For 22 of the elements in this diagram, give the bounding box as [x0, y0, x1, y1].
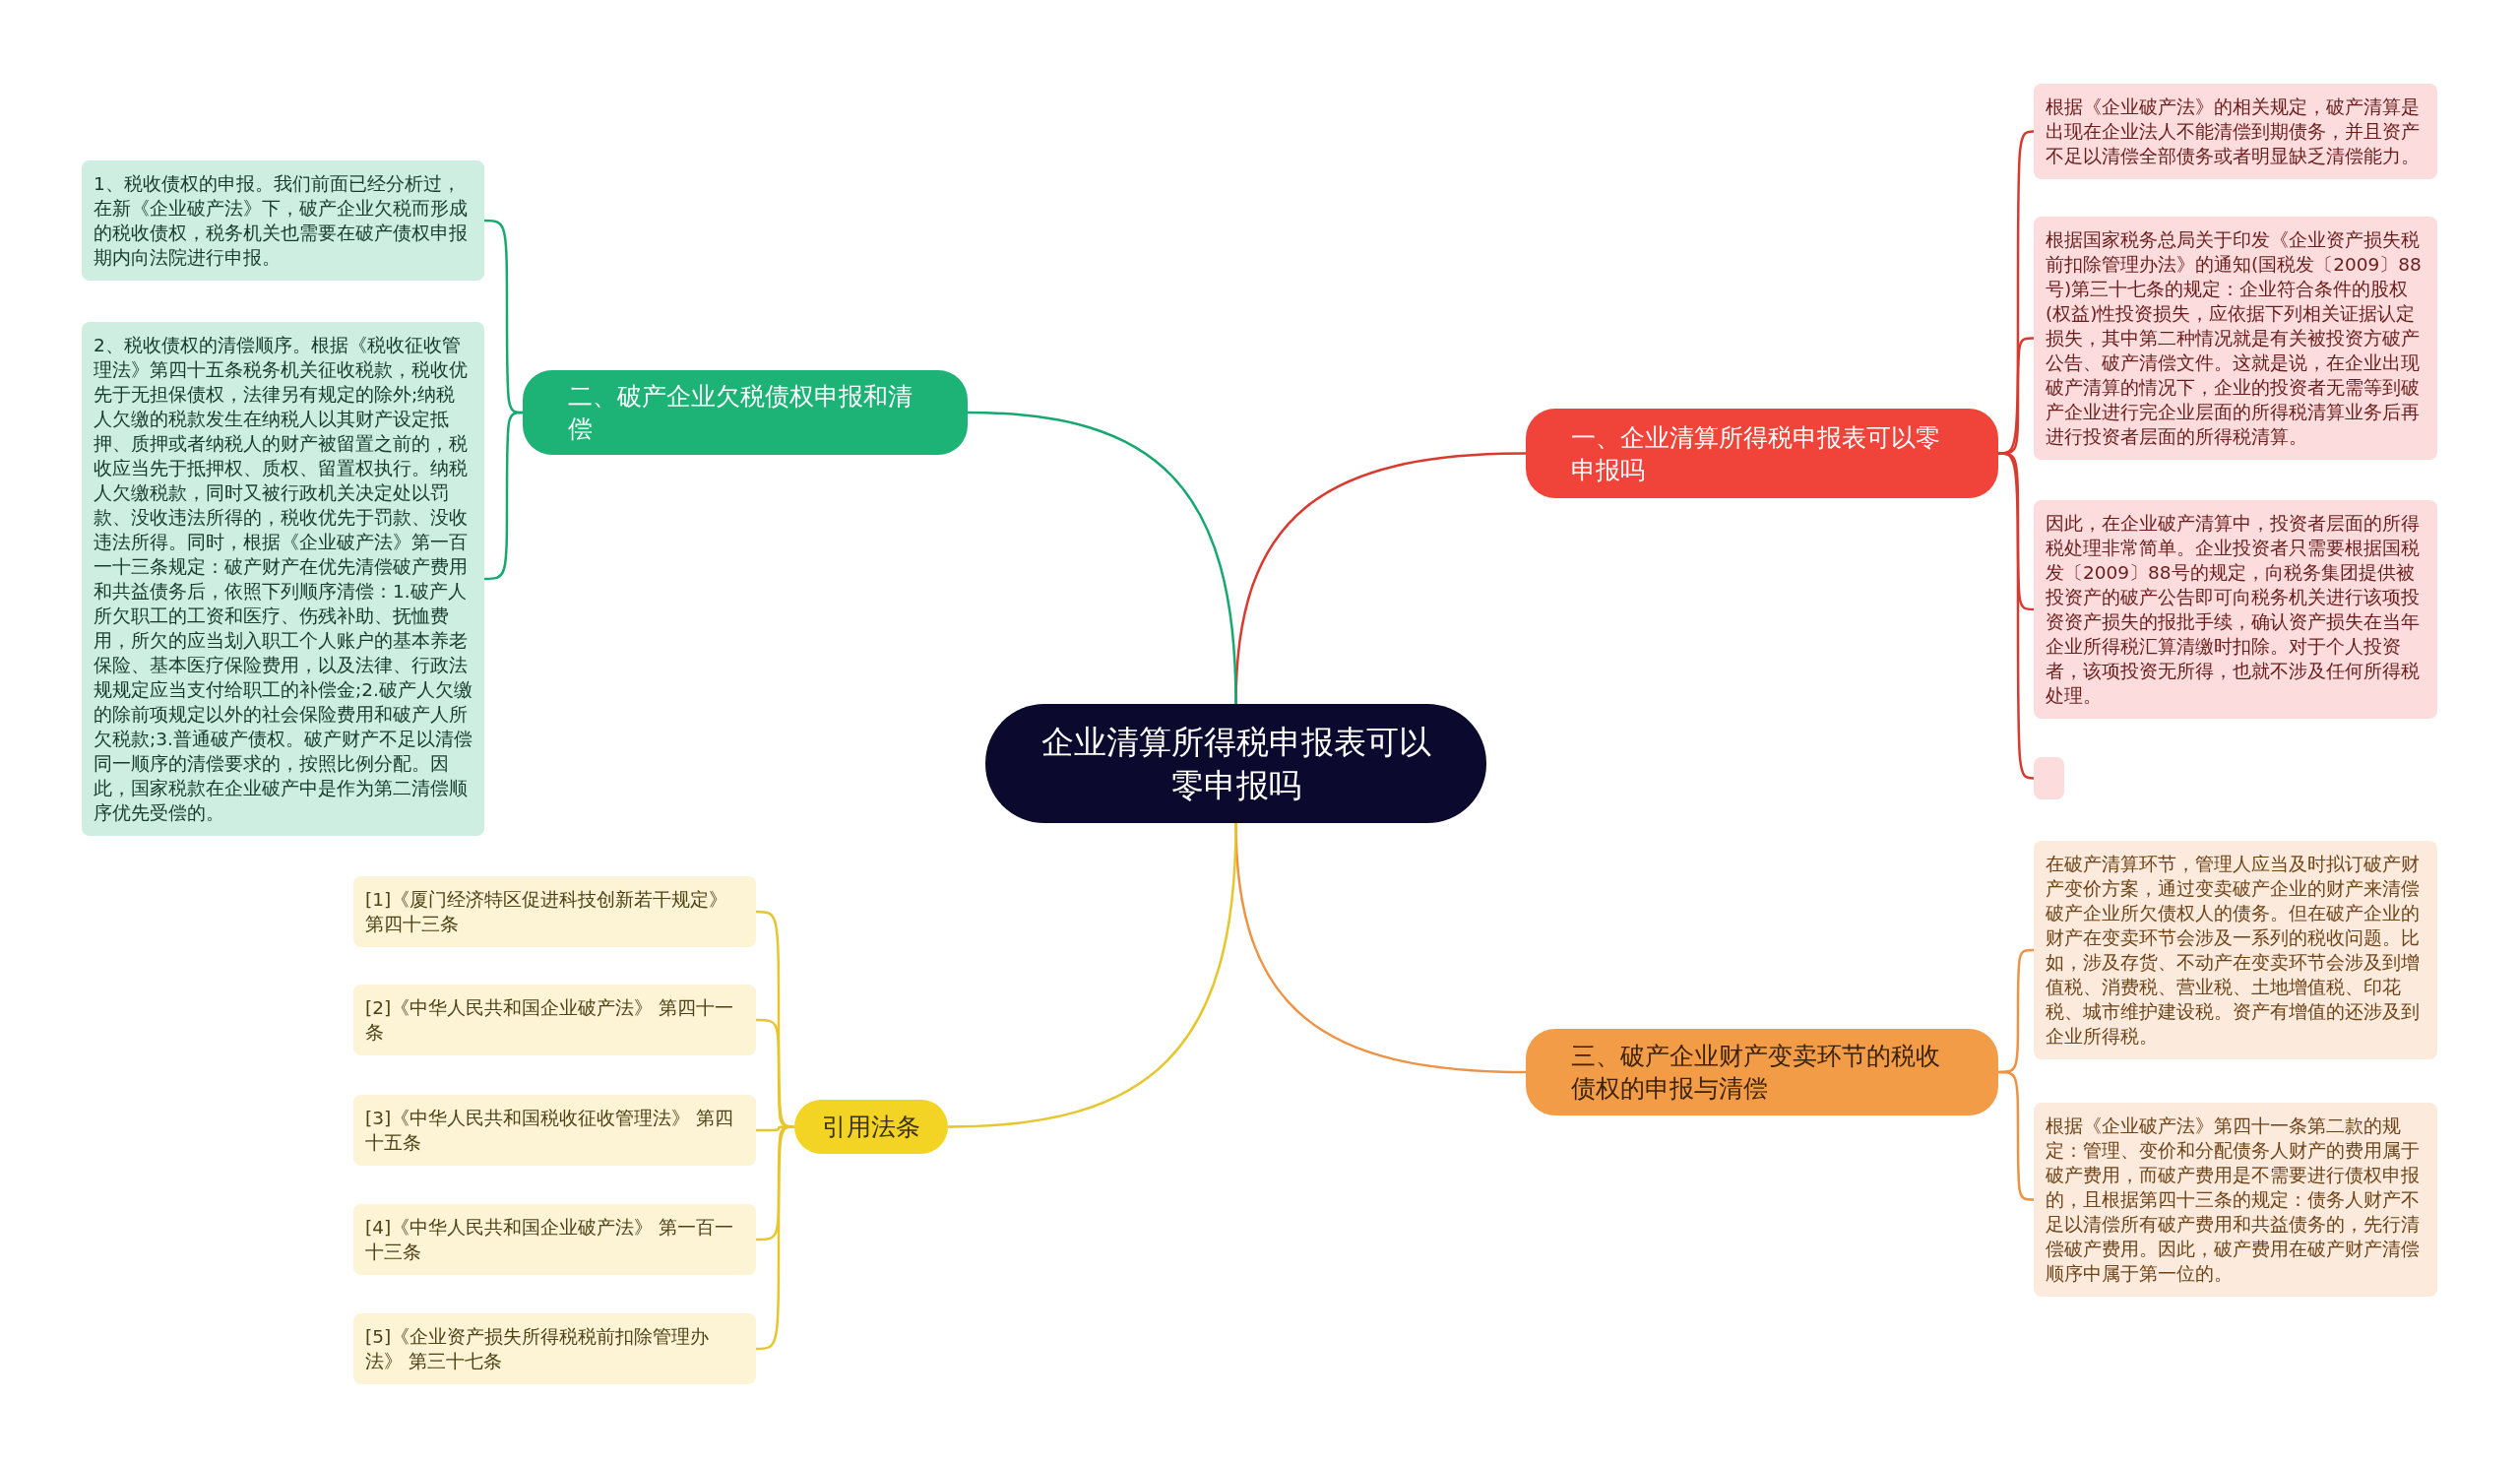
connector-line — [1998, 1070, 2034, 1201]
connector-line — [967, 411, 1237, 705]
detail-card: 1、税收债权的申报。我们前面已经分析过，在新《企业破产法》下，破产企业欠税而形成的税收债权，税务机关也需要在破产债权申报期内向法院进行申报。 — [82, 160, 484, 281]
connector-line — [947, 822, 1237, 1128]
empty-topic-box — [2034, 757, 2064, 799]
detail-card: [3]《中华人民共和国税收征收管理法》 第四十五条 — [353, 1095, 756, 1166]
detail-card: [2]《中华人民共和国企业破产法》 第四十一条 — [353, 985, 756, 1055]
detail-card: 根据《企业破产法》的相关规定，破产清算是出现在企业法人不能清偿到期债务，并且资产不足以清偿全部债务或者明显缺乏清偿能力。 — [2034, 84, 2437, 179]
detail-card: [5]《企业资产损失所得税税前扣除管理办法》 第三十七条 — [353, 1313, 756, 1384]
connector-line — [1997, 452, 2035, 780]
branch-topic: 引用法条 — [794, 1100, 948, 1154]
detail-card: 2、税收债权的清偿顺序。根据《税收征收管理法》第四十五条税务机关征收税款，税收优先于无担保债权，法律另有规定的除外;纳税人欠缴的税款发生在纳税人以其财产设定抵押、质押或者纳税人的财产被留置之前的，税收应当先于抵押权、质权、留置权执行。纳税人欠缴税款，同时又被行政机关决定处以罚款、没收违法所得的，税收优先于罚款、没收违法所得。同时，根据《企业破产法》第一百一十三条规定：破产财产在优先清偿破产费用和共益债务后，依照下列顺序清偿：1.破产人所欠职工的工资和医疗、伤残补助、抚恤费用，所欠的应当划入职工个人账户的基本养老保险、基本医疗保险费用，以及法律、行政法规规定应当支付给职工的补偿金;2.破产人欠缴的除前项规定以外的社会保险费用和破产人所欠税款;3.普通破产债权。破产财产不足以清偿同一顺序的清偿要求的，按照比例分配。因此，国家税款在企业破产中是作为第二清偿顺序优先受偿的。 — [82, 322, 484, 836]
detail-card: 根据国家税务总局关于印发《企业资产损失税前扣除管理办法》的通知(国税发〔2009〕88号)第三十七条的规定：企业符合条件的股权(权益)性投资损失，应依据下列相关证据认定损失，其中第二种情况就是有关被投资方破产公告、破产清偿文件。这就是说，在企业出现破产清算的情况下，企业的投资者无需等到破产企业进行完企业层面的所得税清算业务后再进行投资者层面的所得税清算。 — [2034, 217, 2437, 460]
branch-topic: 一、企业清算所得税申报表可以零申报吗 — [1526, 409, 1998, 498]
central-topic: 企业清算所得税申报表可以零申报吗 — [985, 704, 1486, 823]
detail-card: 在破产清算环节，管理人应当及时拟订破产财产变价方案，通过变卖破产企业的财产来清偿破产企业所欠债权人的债务。但在破产企业的财产在变卖环节会涉及一系列的税收问题。比如，涉及存货、不动产在变卖环节会涉及到增值税、消费税、营业税、土地增值税、印花税、城市维护建设税。资产有增值的还涉及到企业所得税。 — [2034, 841, 2437, 1059]
detail-card: 因此，在企业破产清算中，投资者层面的所得税处理非常简单。企业投资者只需要根据国税发〔2009〕88号的规定，向税务集团提供被投资产的破产公告即可向税务机关进行该项投资资产损失的报批手续，确认资产损失在当年企业所得税汇算清缴时扣除。对于个人投资者，该项投资无所得，也就不涉及任何所得税处理。 — [2034, 500, 2437, 719]
detail-card: [4]《中华人民共和国企业破产法》 第一百一十三条 — [353, 1204, 756, 1275]
branch-topic: 二、破产企业欠税债权申报和清偿 — [523, 370, 968, 455]
detail-card: 根据《企业破产法》第四十一条第二款的规定：管理、变价和分配债务人财产的费用属于破产费用，而破产费用是不需要进行债权申报的，且根据第四十三条的规定：债务人财产不足以清偿所有破产费用和共益债务的，先行清偿破产费用。因此，破产费用在破产财产清偿顺序中属于第一位的。 — [2034, 1103, 2437, 1297]
branch-topic: 三、破产企业财产变卖环节的税收债权的申报与清偿 — [1526, 1029, 1998, 1115]
detail-card: [1]《厦门经济特区促进科技创新若干规定》第四十三条 — [353, 876, 756, 947]
